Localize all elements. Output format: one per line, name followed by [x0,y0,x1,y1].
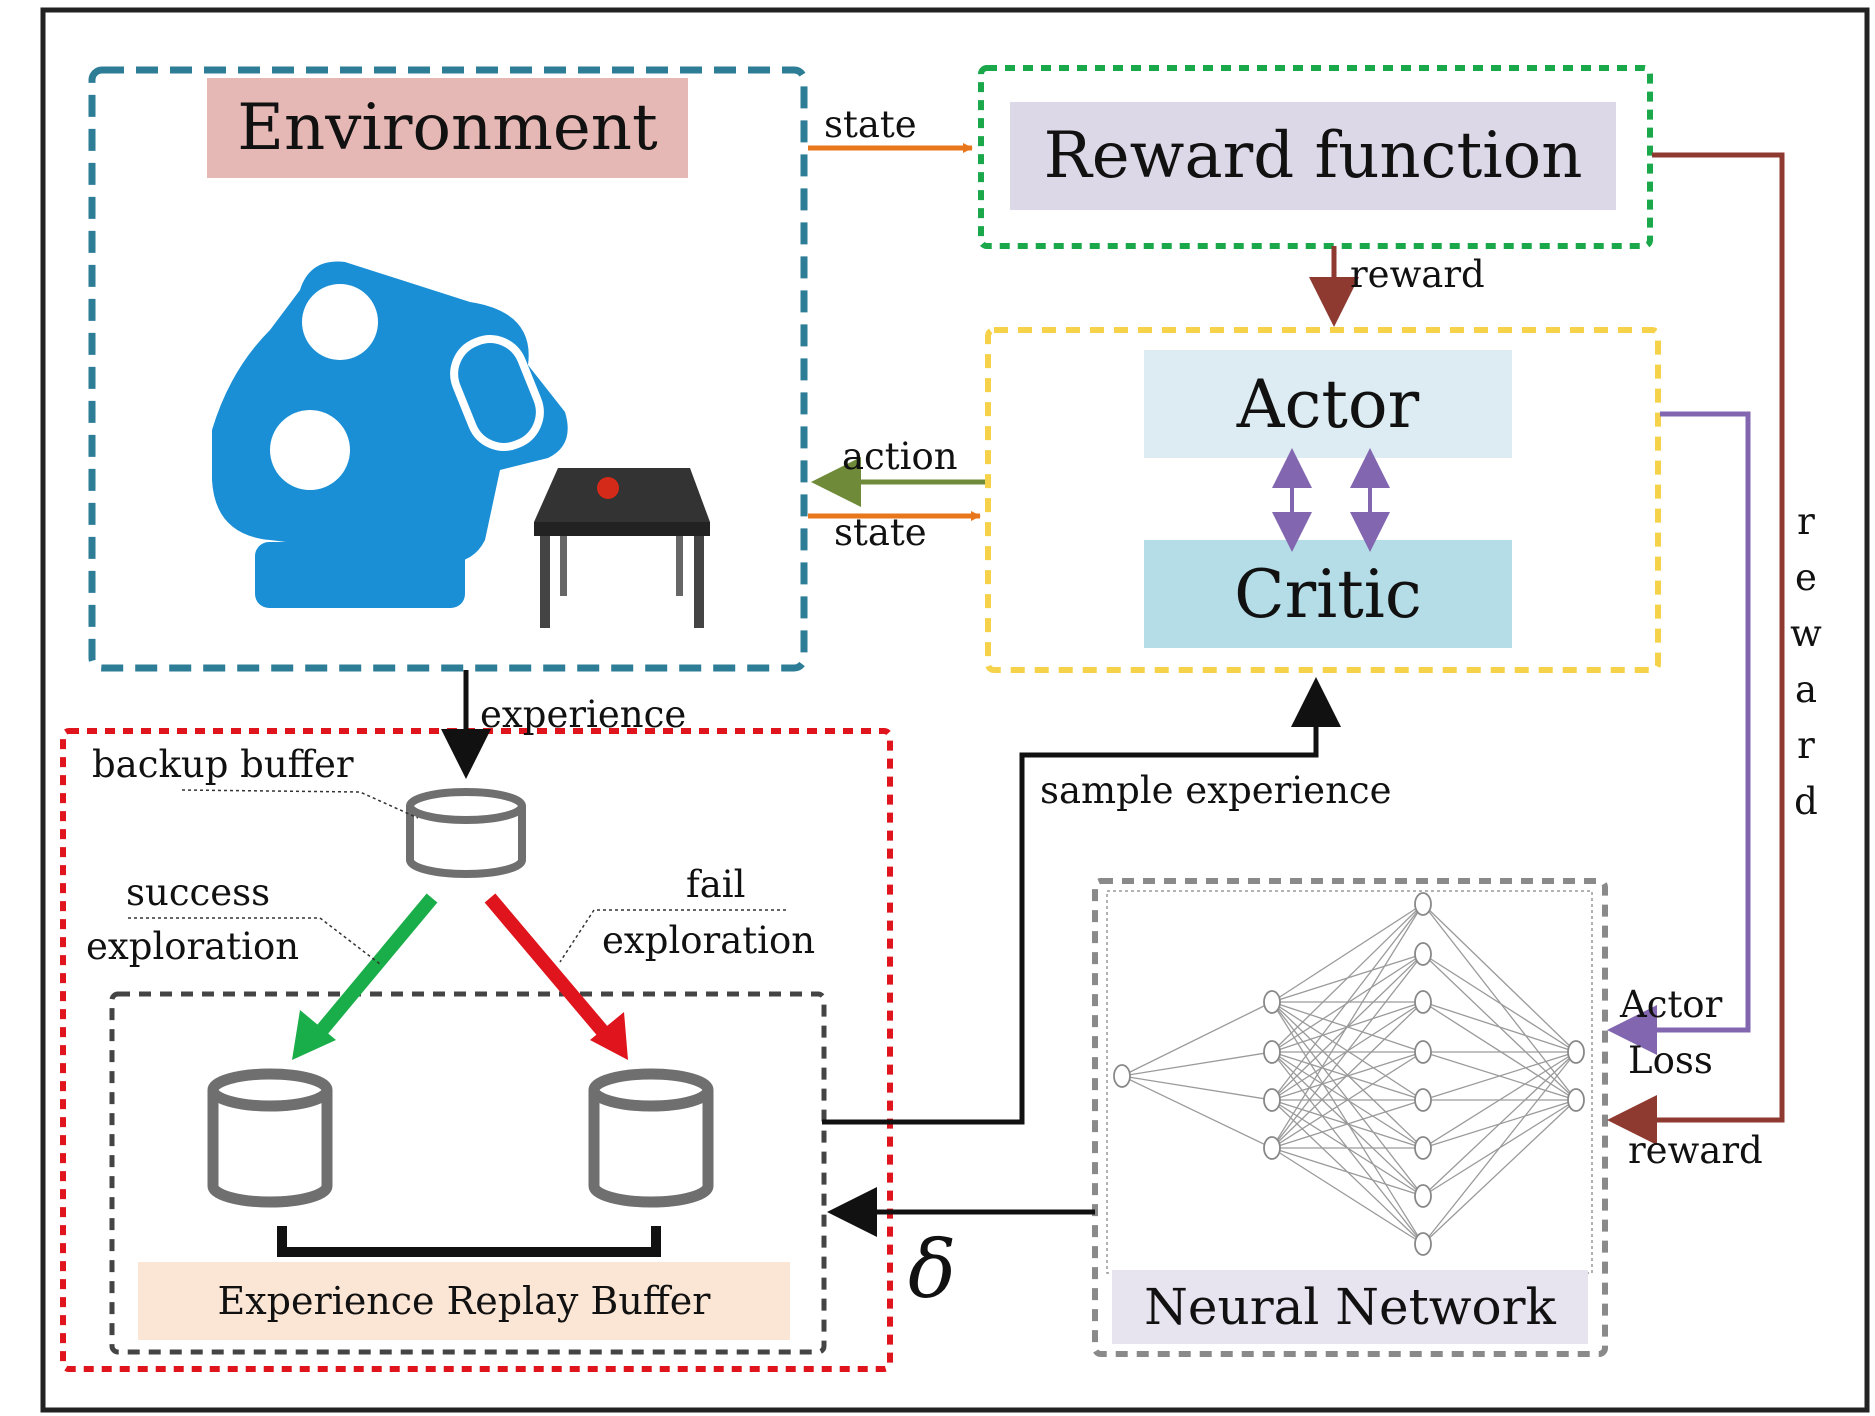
success-buffer-cylinder-icon [207,1068,333,1208]
buffer-bracket [277,1226,661,1257]
fail-exploration-arrow [484,893,616,1045]
backup-buffer-label: backup buffer [92,743,354,786]
experience-label: experience [480,693,687,736]
nn-edge [1271,903,1424,1053]
nn-node [1263,1040,1281,1064]
actor-label: Actor [1236,365,1420,443]
nn-edge [1121,1075,1273,1149]
nn-edge [1271,903,1424,1003]
table-icon [534,468,710,628]
nn-node [1567,1088,1585,1112]
nn-edge [1271,1001,1424,1245]
nn-edge [1271,1051,1424,1149]
reward-vertical-char: e [1795,556,1817,599]
reward-function-container [978,65,1653,249]
neural-network-inner-frame [1106,890,1593,1274]
nn-edge [1271,953,1424,1149]
reward-vertical-char: r [1797,500,1815,543]
nn-node [1414,1232,1432,1256]
nn-node [1414,990,1432,1014]
nn-node [1414,892,1432,916]
neural-network-label-bg [1112,1270,1588,1344]
fail-leader [559,909,786,963]
fail-label-line1: fail [686,863,746,906]
neural-network-graph [1113,892,1585,1256]
nn-node [1113,1064,1131,1088]
nn-edge [1271,1147,1424,1197]
nn-edge [1422,1051,1577,1197]
state-label-mid: state [834,511,927,554]
reward-vertical-char: r [1797,724,1815,767]
environment-title-bg [207,78,688,178]
critic-box [1144,540,1512,648]
nn-node [1263,1088,1281,1112]
reward-label-down: reward [1350,253,1485,296]
reward-vertical-char: w [1790,612,1822,655]
experience-replay-label-bg [138,1262,790,1340]
actor-loss-path [1607,411,1751,1055]
reward-vertical-char: d [1794,780,1818,823]
action-label: action [842,435,958,478]
reward-vertical-label: r e w a r d [1786,494,1826,830]
nn-node [1414,1136,1432,1160]
experience-replay-buffer-label: Experience Replay Buffer [217,1279,711,1323]
success-label-line1: success [126,871,271,914]
nn-edge [1271,1051,1424,1101]
nn-edge [1121,1051,1273,1077]
nn-edge [1121,1075,1273,1101]
actor-loss-label-line2: Loss [1628,1039,1713,1082]
nn-edge [1271,1099,1424,1149]
actor-critic-container [985,327,1661,673]
nn-node [1567,1040,1585,1064]
fail-arrow-head [590,1012,628,1060]
reward-feedback-path [1607,152,1785,1145]
nn-edge [1121,1001,1273,1077]
actor-loss-label-line1: Actor [1620,983,1723,1026]
fail-buffer-cylinder-icon [588,1068,714,1208]
backup-buffer-cylinder-icon [406,788,526,878]
nn-node [1414,1184,1432,1208]
nn-edge [1422,953,1577,1053]
reward-label-bottom: reward [1628,1129,1763,1172]
critic-label: Critic [1234,555,1422,633]
nn-edge [1271,1147,1424,1245]
nn-edge [1422,1099,1577,1245]
nn-edge [1422,1051,1577,1245]
reward-function-title-bg [1010,102,1616,210]
success-arrow-head [292,1010,336,1060]
nn-node [1263,990,1281,1014]
sample-experience-path [822,677,1341,1125]
state-label-top: state [824,103,917,146]
experience-buffer-container [109,991,827,1355]
fail-label-line2: exploration [602,919,816,962]
nn-edge [1271,1001,1424,1197]
replay-container [60,728,893,1372]
environment-container [88,66,808,672]
neural-network-container [1092,878,1608,1357]
nn-node [1414,1088,1432,1112]
success-leader [128,917,381,965]
delta-label: δ [908,1223,957,1316]
actor-box [1144,350,1512,458]
environment-title: Environment [237,91,658,165]
nn-edge [1422,903,1577,1053]
reward-vertical-char: a [1794,668,1818,711]
nn-edge [1271,1001,1424,1149]
neural-network-title: Neural Network [1144,1278,1556,1336]
nn-node [1414,1040,1432,1064]
nn-edge [1422,1051,1577,1149]
nn-node [1263,1136,1281,1160]
nn-edge [1271,903,1424,1101]
nn-edge [1422,1001,1577,1053]
sample-experience-label: sample experience [1040,769,1392,812]
nn-edge [1422,1051,1577,1101]
robot-arm-icon [212,261,568,608]
ball-icon [597,477,619,499]
nn-node [1414,942,1432,966]
reward-function-title: Reward function [1043,119,1583,193]
success-exploration-arrow [306,893,438,1047]
nn-edge [1271,903,1424,1149]
success-label-line2: exploration [86,925,300,968]
